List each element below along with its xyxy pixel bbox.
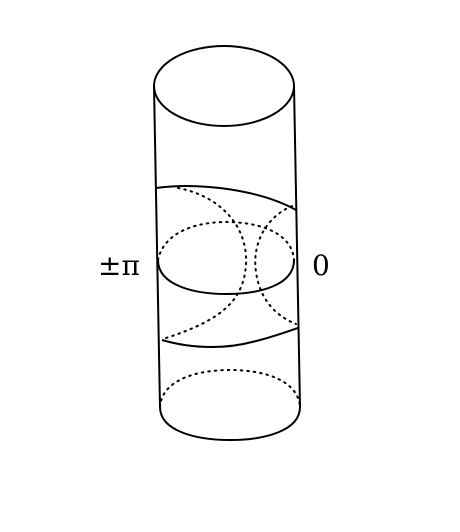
cylinder-right-side	[293, 85, 301, 408]
middle-ellipse-back	[157, 220, 295, 261]
label-plus-minus-pi: ±π	[98, 249, 140, 282]
cylinder-bottom-front-arc	[159, 406, 301, 442]
cylinder-top-ellipse	[153, 45, 295, 127]
lower-curve	[161, 327, 299, 348]
dotted-curve-left-down	[165, 187, 248, 339]
dotted-curve-right-down	[254, 205, 297, 325]
cylinder-left-side	[153, 85, 161, 408]
upper-curve	[155, 185, 297, 211]
label-zero: 0	[312, 249, 330, 282]
middle-ellipse-front	[157, 259, 295, 296]
cylinder-bottom-back-arc	[159, 368, 301, 408]
